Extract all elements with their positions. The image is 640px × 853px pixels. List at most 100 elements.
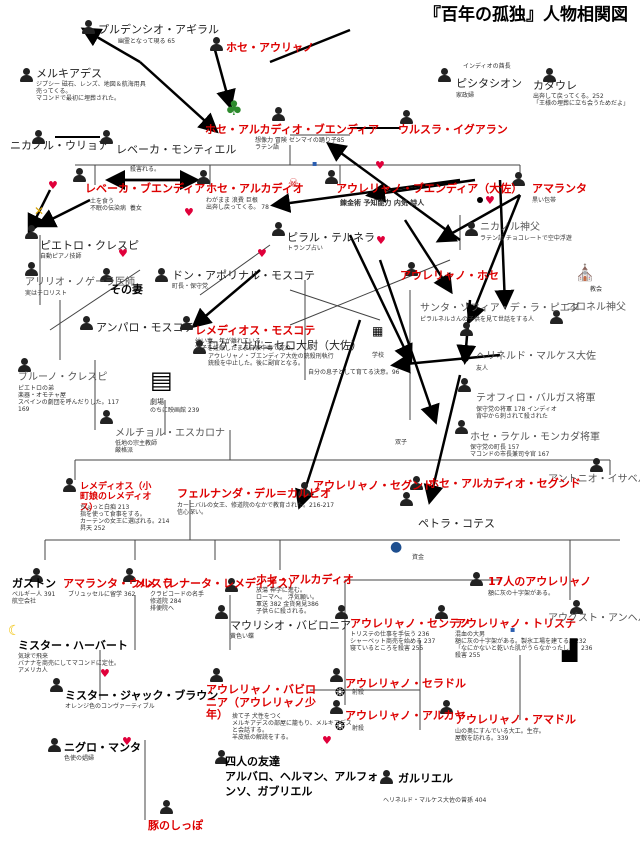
note-pistacion: 家政婦 xyxy=(456,92,475,99)
label-adopt: 自分の息子として育てる決意。96 xyxy=(308,369,400,376)
person-icon xyxy=(100,130,113,144)
person-icon xyxy=(197,170,210,184)
note-catalina: 出奔して戻ってくる。252 「王様の埋葬に立ち会うためだよ」 xyxy=(533,93,630,107)
name-don-apolinar: ドン・アポリナル・モスコテ xyxy=(172,269,315,282)
heart-icon: ♥ xyxy=(485,194,495,207)
note-pistacion-extra: インディオの酋長 xyxy=(463,63,511,70)
person-icon xyxy=(435,605,448,619)
note-prudencio: 幽霊となって現る 65 xyxy=(118,38,176,45)
name-ursula: ウルスラ・イグアラン xyxy=(398,123,508,136)
name-rebeca: レベーカ・ブエンディア xyxy=(85,182,206,195)
name-petra: ペトラ・コテス xyxy=(418,517,495,530)
person-icon xyxy=(180,316,193,330)
note-rebeca: 土を食う 不眠の伝染病 養女 xyxy=(90,198,142,212)
name-prudencio: プルデンシオ・アギラル xyxy=(98,23,219,36)
person-icon xyxy=(440,700,453,714)
name-aureliano-jose: アウレリャノ・ホセ xyxy=(400,269,499,282)
person-icon xyxy=(460,322,473,336)
name-augusto: アウグスト・アンヘル神父 xyxy=(548,613,640,624)
name-nicanor-priest: ニカノル神父 xyxy=(480,222,540,233)
name-nicanor: ニカノル・ウリョア xyxy=(10,139,109,152)
person-icon xyxy=(470,572,483,586)
note-theater: のちに映画館 239 xyxy=(150,407,200,414)
note-don-apolinar: 町長・保守党 xyxy=(172,283,209,290)
person-icon xyxy=(63,478,76,492)
name-serrador: アウレリャノ・セラドル xyxy=(345,677,466,690)
name-pistacion: ピシタシオン xyxy=(456,77,522,90)
person-icon xyxy=(73,168,86,182)
money-icon: ● xyxy=(390,539,403,555)
name-ja-segundo: ホセ・アルカディオ・セグンド xyxy=(428,477,581,490)
name-jose-aureliano: ホセ・アウリャノ xyxy=(226,41,314,54)
name-jose-arcadio-buendia: ホセ・アルカディオ・ブエンディア xyxy=(205,123,380,136)
note-remedios-m: 幼い妻。年が離れている。 双子を妊娠したまま自家中毒で死ぬ。 xyxy=(195,338,297,352)
name-pietro: ピエトロ・クレスピ xyxy=(40,239,139,252)
note-santa-sofia: ピラルネルさんの子供を見て世話をする人 xyxy=(420,316,535,323)
person-icon xyxy=(570,600,583,614)
name-remedios-bella: レメディオス（小町娘のレメディオス） xyxy=(80,482,152,513)
heart-icon: ♥ xyxy=(184,206,194,219)
note-pilar: トランプ占い xyxy=(287,245,323,252)
label-shot-2: 射殺 xyxy=(352,725,365,732)
name-fernanda: フェルナンダ・デル＝カルピオ xyxy=(177,487,331,500)
note-coronel: 錬金術 予知能力 内気 詩人 xyxy=(340,199,425,207)
person-icon xyxy=(438,68,451,82)
person-icon xyxy=(330,700,343,714)
person-icon xyxy=(325,170,338,184)
name-roque: ロケ・カルニセロ大尉（大佐） xyxy=(208,339,362,352)
name-santa-sofia: サンタ・ソフィア・デ・ラ・ピエダ xyxy=(420,303,580,314)
heart-icon: ♥ xyxy=(100,667,110,680)
person-icon xyxy=(380,770,393,784)
church-icon: ⛪ xyxy=(575,263,595,282)
tree-icon: ♣ xyxy=(225,96,243,120)
name-rebeca-montiel: レベーカ・モンティエル xyxy=(116,143,237,156)
note-herbert: 気球で飛来 バナナを商売にしてマコンドに定住。 アメリカ人 xyxy=(18,653,120,674)
person-icon xyxy=(100,410,113,424)
person-icon xyxy=(123,568,136,582)
name-segundo: アウレリャノ・セグンド xyxy=(313,479,434,492)
heart-icon: ♥ xyxy=(257,247,267,260)
person-icon xyxy=(465,222,478,236)
person-icon xyxy=(25,225,38,239)
banana-icon: ☾ xyxy=(8,623,21,639)
name-coronel-priest: コロネル神父 xyxy=(566,302,626,313)
theater-icon: ▤ xyxy=(150,366,173,394)
note-centeno: トリステの仕事を手伝う 236 シャーベット商売を始める 237 寝ているところ… xyxy=(350,631,436,652)
person-icon xyxy=(30,568,43,582)
name-melchor: メルチョル・エスカロナ xyxy=(115,428,225,439)
note-remedios-bella: ちょっと白痴 213 指を使って食事をする。 カーテンの女王に選ばれる。214 … xyxy=(80,504,170,532)
tag-icon: ▪ xyxy=(312,159,318,168)
wreath-icon: ❂ xyxy=(335,719,346,733)
name-nigro: ニグロ・マンタ xyxy=(64,741,141,754)
name-arcaya: アウレリャノ・アルカヤ xyxy=(345,709,466,722)
person-icon xyxy=(512,172,525,186)
name-pig-tail: 豚のしっぽ xyxy=(148,819,203,832)
name-antonio-isabel: アントニオ・イサベル神父 xyxy=(548,474,640,485)
note-roque: アウレリャノ・ブエンディア大佐の銃殺刑執行 銃殺を中止した。後に副官となる。 xyxy=(208,353,334,367)
school-icon: ▦ xyxy=(372,324,384,338)
note-gerineldo: 友人 xyxy=(476,365,489,372)
person-icon xyxy=(50,678,63,692)
name-amparo: アンパロ・モスコテ xyxy=(96,321,195,334)
person-icon xyxy=(298,482,311,496)
person-icon xyxy=(590,458,603,472)
note-bruno: ピエトロの弟 楽器・オモチャ屋 スペインの劇団を呼んだりした。117 169 xyxy=(18,385,120,413)
person-icon xyxy=(215,750,228,764)
note-amador: 山の奥にすんでいる大工。生存。 屋敷を訪れる。339 xyxy=(455,728,545,742)
person-icon xyxy=(272,107,285,121)
note-amaranta-ursula: ブリュッセルに留学 362 xyxy=(68,591,136,598)
person-icon xyxy=(405,262,418,276)
name-babilonia: アウレリャノ・バビロニア（アウレリャノ少年） xyxy=(206,683,316,722)
name-mauricio: マウリシオ・バビロニア xyxy=(230,619,351,632)
label-twins: 双子 xyxy=(395,439,408,446)
person-icon xyxy=(210,668,223,682)
label-school: 学校 xyxy=(372,352,385,359)
train-icon: ▟ xyxy=(562,638,578,662)
tag-icon: ▪ xyxy=(510,625,516,634)
name-friends: 四人の友達 アルバロ、ヘルマン、アルフォ ンソ、ガブリエル xyxy=(225,755,379,798)
name-amador: アウレリャノ・アマドル xyxy=(455,713,576,726)
person-icon xyxy=(25,262,38,276)
name-amaranta: アマランタ xyxy=(532,182,587,195)
note-nicanor-priest: ラテン語 チョコレートで空中浮遊 xyxy=(480,235,572,242)
person-icon xyxy=(100,268,113,282)
